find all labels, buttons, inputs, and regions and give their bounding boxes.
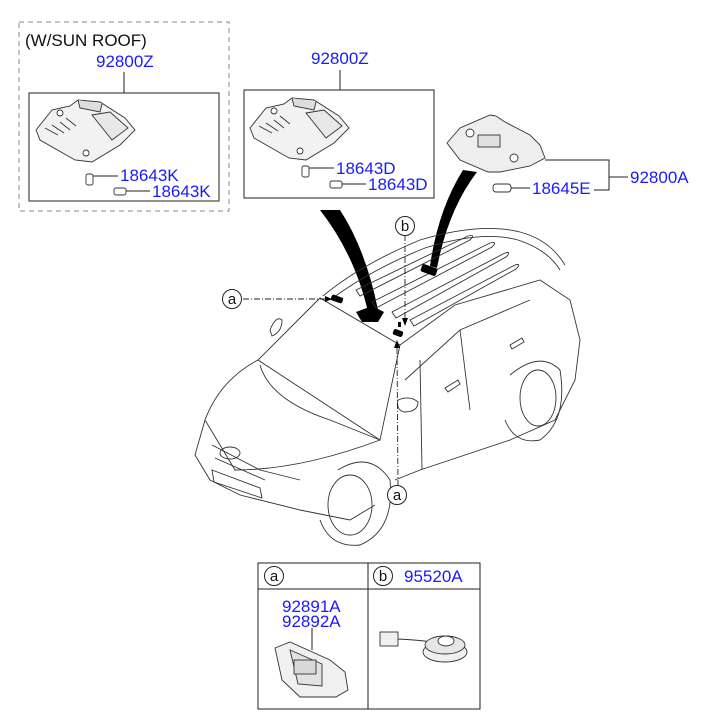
part-label-sunroof-assembly[interactable]: 92800Z [96,52,154,71]
rear-bulb-drawing [492,183,512,193]
part-label-sunroof-bulb-1[interactable]: 18643K [120,166,179,185]
callout-b-top[interactable]: b [395,216,415,236]
leader-lines [243,235,406,486]
callout-a-top[interactable]: a [222,289,242,309]
sunroof-overhead-console-drawing [35,99,136,163]
map-lamp-drawing [274,641,349,698]
standard-overhead-console-drawing [249,97,350,161]
legend-marker-a: a [264,566,284,586]
pointer-wedge-standard [320,210,378,312]
part-label-sunroof-bulb-2[interactable]: 18643K [152,182,211,201]
roof-lamp-markers [330,264,438,337]
part-label-standard-bulb-2[interactable]: 18643D [368,175,428,194]
legend-marker-b: b [373,566,393,586]
legend-part-a-1[interactable]: 92891A [282,597,341,616]
standard-bulb-2-drawing [329,180,343,189]
part-label-rear-assembly[interactable]: 92800A [630,168,689,187]
sensor-drawing [379,631,468,663]
part-label-standard-bulb-1[interactable]: 18643D [336,159,396,178]
legend-part-b[interactable]: 95520A [404,567,463,586]
car-drawing [194,227,581,546]
part-label-standard-assembly[interactable]: 92800Z [311,49,369,68]
callout-a-bottom[interactable]: a [387,485,407,505]
sunroof-bulb-2-drawing [113,187,127,196]
sunroof-group-header: (W/SUN ROOF) [25,31,147,50]
standard-bulb-1-drawing [301,165,310,178]
legend-part-a-2[interactable]: 92892A [282,612,341,631]
legend-table-lines [257,562,481,710]
standard-parts-box [243,89,435,199]
rear-overhead-lamp-drawing [446,114,546,173]
part-label-rear-bulb[interactable]: 18645E [532,179,591,198]
sunroof-bulb-1-drawing [85,173,94,186]
sunroof-group-box [18,21,230,212]
